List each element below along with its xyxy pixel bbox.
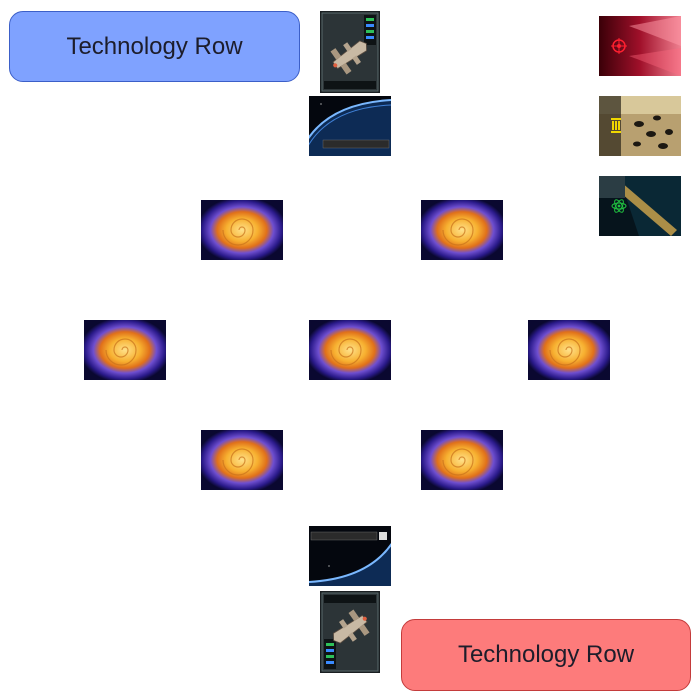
top-ship-card[interactable] (320, 11, 380, 93)
bottom-planet-card[interactable] (309, 526, 391, 586)
technology-row-bottom[interactable]: Technology Row (401, 619, 691, 691)
gold-tech-card[interactable] (599, 96, 681, 156)
top-planet-card[interactable] (309, 96, 391, 156)
vortex-tile[interactable] (421, 430, 503, 490)
red-target-icon (611, 38, 627, 54)
vortex-tile[interactable] (309, 320, 391, 380)
vortex-tile[interactable] (421, 200, 503, 260)
vortex-tile[interactable] (84, 320, 166, 380)
ship-art-icon (320, 11, 380, 93)
planet-art-icon (309, 96, 391, 156)
vortex-tile[interactable] (201, 200, 283, 260)
ship-art-icon (320, 591, 380, 673)
planet-art-icon (309, 526, 391, 586)
green-tech-card[interactable] (599, 176, 681, 236)
gold-column-icon (611, 118, 621, 133)
vortex-tile[interactable] (201, 430, 283, 490)
red-tech-card[interactable] (599, 16, 681, 76)
vortex-tile[interactable] (528, 320, 610, 380)
technology-row-top[interactable]: Technology Row (9, 11, 300, 82)
bottom-ship-card[interactable] (320, 591, 380, 673)
green-atom-icon (611, 199, 627, 213)
